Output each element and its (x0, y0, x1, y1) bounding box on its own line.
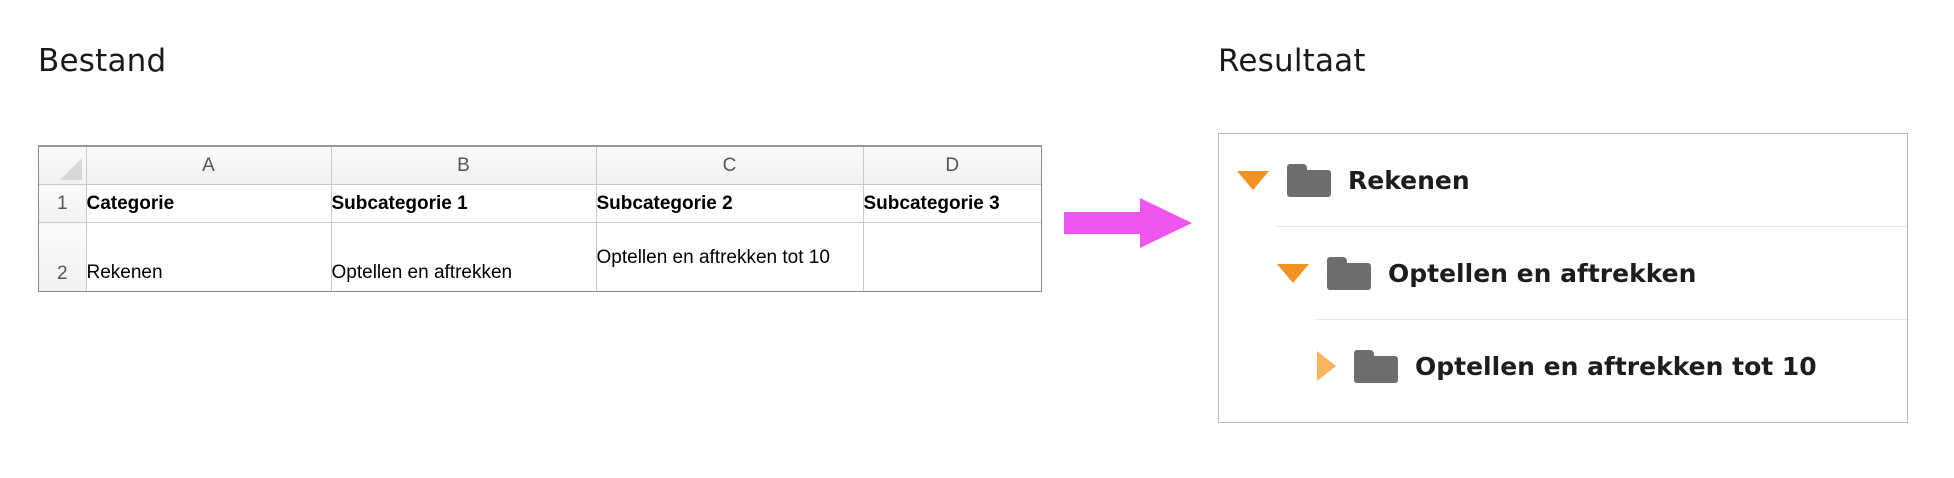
column-header-d[interactable]: D (863, 147, 1041, 185)
row-header-2[interactable]: 2 (39, 222, 87, 291)
cell-d2[interactable] (863, 223, 1041, 292)
result-tree-panel: Rekenen Optellen en aftrekken Optellen e… (1218, 133, 1908, 423)
right-arrow-icon (1064, 198, 1192, 248)
tree-separator (1317, 319, 1907, 320)
tree-node-label: Optellen en aftrekken tot 10 (1415, 351, 1817, 381)
caret-down-icon[interactable] (1237, 170, 1269, 190)
cell-c2[interactable]: Optellen en aftrekken tot 10 (596, 222, 864, 291)
column-header-b[interactable]: B (331, 147, 597, 185)
page-title-resultaat: Resultaat (1218, 43, 1366, 79)
column-header-c[interactable]: C (596, 147, 864, 185)
tree-node-label: Optellen en aftrekken (1388, 258, 1697, 288)
spreadsheet: A B C D 1 Categorie Subcategorie 1 Subca… (38, 145, 1042, 292)
caret-down-icon[interactable] (1277, 263, 1309, 283)
column-header-a[interactable]: A (86, 147, 332, 185)
folder-icon (1287, 163, 1331, 197)
corner-triangle-icon (59, 158, 82, 180)
row-header-1[interactable]: 1 (39, 184, 87, 223)
column-header-row: A B C D (39, 147, 1041, 185)
tree-node-optellen-en-aftrekken-tot-10[interactable]: Optellen en aftrekken tot 10 (1219, 320, 1907, 412)
table-row: 1 Categorie Subcategorie 1 Subcategorie … (39, 184, 1041, 223)
tree-separator (1277, 226, 1907, 227)
folder-icon (1327, 256, 1371, 290)
cell-b1[interactable]: Subcategorie 1 (331, 184, 597, 223)
spreadsheet-table: A B C D 1 Categorie Subcategorie 1 Subca… (39, 147, 1041, 291)
select-all-corner[interactable] (39, 147, 87, 185)
cell-b2[interactable]: Optellen en aftrekken (331, 222, 597, 291)
cell-a2[interactable]: Rekenen (86, 222, 332, 291)
folder-icon (1354, 349, 1398, 383)
table-row: 2 Rekenen Optellen en aftrekken Optellen… (39, 222, 1041, 292)
tree-node-rekenen[interactable]: Rekenen (1219, 134, 1907, 226)
page-title-bestand: Bestand (38, 43, 167, 79)
tree-node-label: Rekenen (1348, 165, 1470, 195)
caret-right-icon[interactable] (1317, 351, 1336, 381)
cell-c1[interactable]: Subcategorie 2 (596, 184, 864, 223)
cell-a1[interactable]: Categorie (86, 184, 332, 223)
tree-node-optellen-en-aftrekken[interactable]: Optellen en aftrekken (1219, 227, 1907, 319)
cell-d1[interactable]: Subcategorie 3 (863, 184, 1041, 223)
